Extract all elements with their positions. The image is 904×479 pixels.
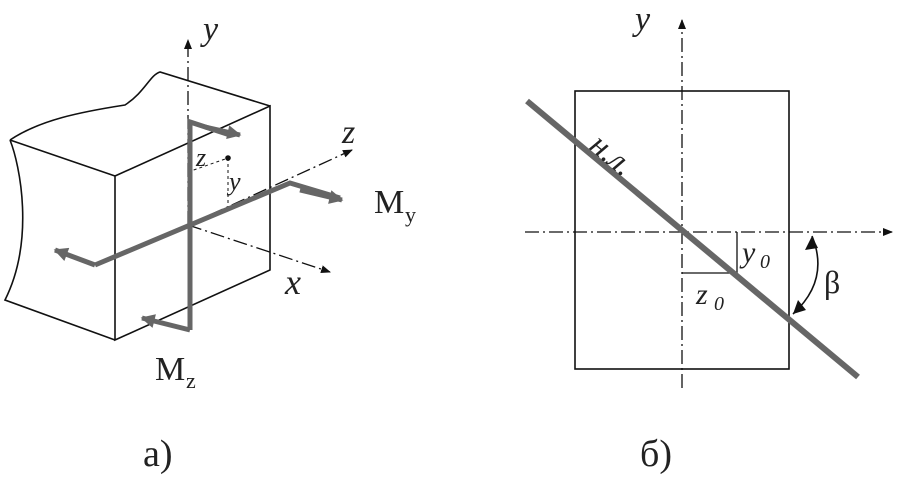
y0-sub: 0 <box>760 251 770 273</box>
z0-label: z 0 <box>695 278 724 315</box>
point-y-label: y <box>226 167 241 196</box>
axis-z-a-label: z <box>341 114 355 151</box>
moment-y-vector <box>94 180 341 268</box>
angle-beta-label: β <box>824 264 840 300</box>
figure-a: y z x z y M y M z а) <box>3 11 416 475</box>
y0-label: y 0 <box>739 236 770 273</box>
moment-y-main: M <box>374 184 404 221</box>
moment-y-arrow-right <box>299 187 344 204</box>
caption-a: а) <box>143 433 173 475</box>
point-z-guide <box>187 157 229 173</box>
caption-b: б) <box>640 433 672 475</box>
axis-y-a-label: y <box>200 11 219 48</box>
point-marker <box>225 155 231 161</box>
z0-sub: 0 <box>714 293 724 315</box>
moment-z-arrow-top <box>204 124 242 140</box>
point-z-label: z <box>195 143 206 172</box>
axis-y-b-label: y <box>632 1 651 38</box>
angle-beta-arrow-top <box>805 236 818 250</box>
moment-z-main: M <box>155 351 185 388</box>
neutral-line <box>525 98 860 380</box>
neutral-line-label: н.л. <box>584 126 642 183</box>
moment-y-label: M y <box>374 184 416 227</box>
figure-b: y н.л. y 0 z 0 β б) <box>525 1 893 475</box>
moment-y-arrow-left <box>53 247 96 268</box>
y0-main: y <box>739 236 756 269</box>
z0-main: z <box>695 278 708 311</box>
moment-z-label: M z <box>155 351 196 393</box>
moment-y-sub: y <box>405 202 416 227</box>
axis-x-a-line <box>187 224 331 273</box>
moment-z-arrow-bottom <box>140 314 191 333</box>
axis-x-a-label: x <box>284 262 301 302</box>
angle-beta-arrow-bottom <box>793 300 806 314</box>
beam-body-outline <box>3 71 271 341</box>
moment-z-sub: z <box>186 368 196 393</box>
